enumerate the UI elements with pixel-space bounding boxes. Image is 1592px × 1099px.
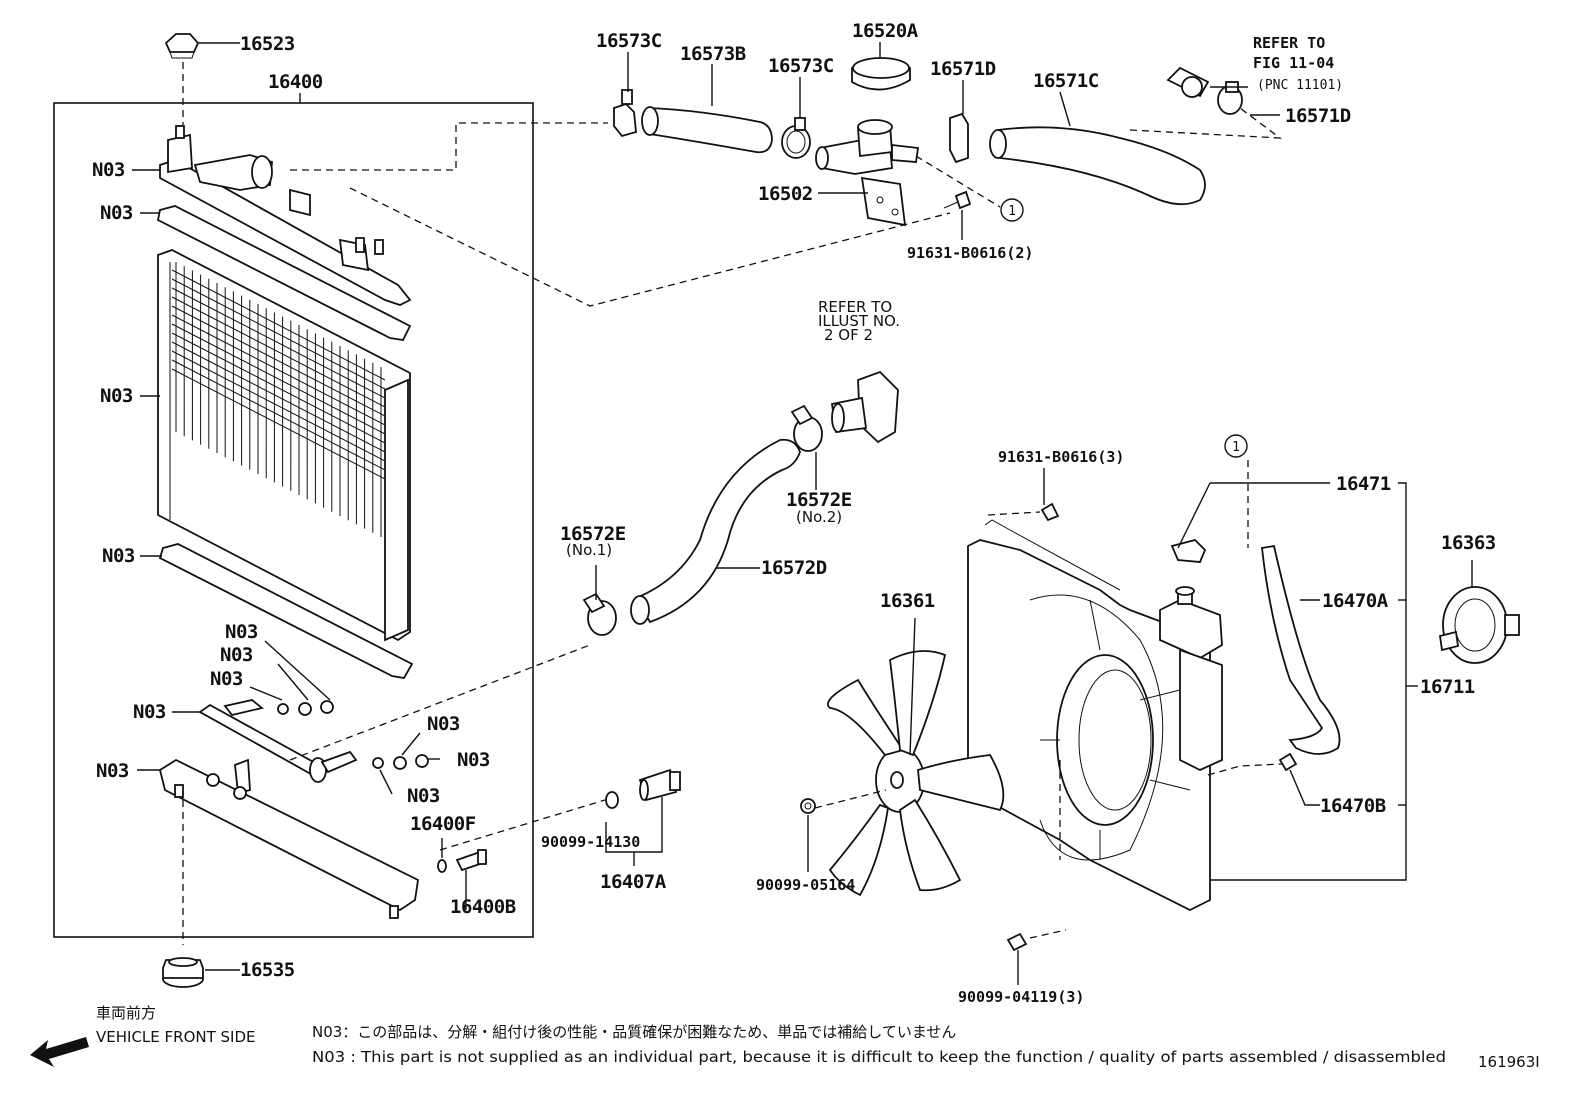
label-n03-1: N03: [92, 159, 125, 181]
label-16400: 16400: [268, 71, 323, 93]
label-n03-10: N03: [427, 713, 460, 735]
figure-id: 161963I: [1478, 1053, 1540, 1071]
label-91631-B0616-2: 91631-B0616(2): [907, 244, 1033, 262]
svg-text:1: 1: [1008, 204, 1016, 219]
oring-90099-14130: [605, 791, 619, 809]
cooling-fan-16361: [827, 650, 1005, 897]
vehicle-front-arrow-icon: [30, 1037, 89, 1067]
label-n03-11: N03: [457, 749, 490, 771]
lower-hose-16572D: [634, 438, 801, 624]
bolt-91631-B0616-3: [1040, 502, 1060, 522]
drain-cock-16400B: [455, 849, 488, 872]
refer-fig-line3: (PNC 11101): [1257, 78, 1343, 93]
radiator-upper-gasket: [156, 205, 412, 341]
label-16361: 16361: [880, 590, 935, 612]
radiator-assembly-frame: [53, 102, 534, 938]
radiator-cap-16520A: [851, 57, 911, 91]
clamp-16471: [1170, 538, 1207, 563]
reference-marker-1b: 1: [1224, 434, 1248, 458]
label-n03-7: N03: [210, 668, 243, 690]
label-16535: 16535: [240, 959, 295, 981]
label-16471: 16471: [1336, 473, 1391, 495]
radiator-support-cushion-16523: [164, 33, 200, 59]
reserve-hose-16470A: [1261, 544, 1341, 755]
refer-illust-line3: 2 OF 2: [824, 326, 873, 344]
clamp-16571D-left: [949, 112, 969, 164]
label-16571D-right: 16571D: [1285, 105, 1351, 127]
label-16572E-no2: 16572E: [786, 489, 852, 511]
bolt-90099-04119: [1006, 932, 1028, 952]
label-90099-04119: 90099-04119(3): [958, 988, 1084, 1006]
bolt-91631-B0616-2: [943, 190, 972, 210]
label-16470A: 16470A: [1322, 590, 1389, 612]
radiator-support-cushion-16535: [162, 957, 204, 988]
label-91631-B0616-3: 91631-B0616(3): [998, 448, 1124, 466]
radiator-lower-tank: [158, 758, 419, 919]
label-n03-5: N03: [225, 621, 258, 643]
drain-plug-16407A: [638, 768, 681, 802]
clip-16470B: [1278, 752, 1298, 772]
hose-16571C: [997, 126, 1206, 206]
label-16407A: 16407A: [600, 871, 667, 893]
svg-text:1: 1: [1232, 440, 1240, 455]
vehicle-front-jp: 車両前方: [96, 1004, 156, 1022]
refer-fig-line2: FIG 11-04: [1253, 54, 1334, 72]
label-16573B: 16573B: [680, 43, 746, 65]
reserve-tank: [1159, 586, 1223, 771]
label-16400F: 16400F: [410, 813, 476, 835]
label-no1: (No.1): [566, 541, 612, 559]
label-16711: 16711: [1420, 676, 1475, 698]
note-n03-jp: N03：この部品は、分解・組付け後の性能・品質確保が困難なため、単品では補給して…: [312, 1023, 956, 1041]
refer-fig-line1: REFER TO: [1253, 34, 1325, 52]
upper-hose-16573B: [647, 107, 773, 154]
fan-shroud-assembly: [800, 502, 1520, 952]
radiator-oil-cooler-pipes: [198, 699, 429, 783]
label-n03-8: N03: [133, 701, 166, 723]
oring-16400F: [437, 859, 447, 873]
radiator-assembly-group: [53, 102, 534, 938]
label-n03-3: N03: [100, 385, 133, 407]
label-n03-12: N03: [407, 785, 440, 807]
label-90099-05164: 90099-05164: [756, 876, 855, 894]
label-16523: 16523: [240, 33, 295, 55]
label-n03-2: N03: [100, 202, 133, 224]
fan-motor-16363: [1438, 586, 1520, 664]
refer-illust-line2: ILLUST NO.: [818, 312, 900, 330]
label-n03-6: N03: [220, 644, 253, 666]
label-n03-9: N03: [96, 760, 129, 782]
water-outlet-refer-illust-2: [830, 370, 899, 444]
lower-hose-parts: [582, 370, 899, 809]
label-n03-4: N03: [102, 545, 135, 567]
clamp-16573C-left: [613, 102, 637, 138]
vehicle-front-en: VEHICLE FRONT SIDE: [96, 1028, 256, 1046]
label-16363: 16363: [1441, 532, 1496, 554]
refer-illust-line1: REFER TO: [818, 298, 892, 316]
footer: 車両前方 VEHICLE FRONT SIDE N03：この部品は、分解・組付け…: [30, 1004, 1540, 1071]
reference-marker-1a: 1: [1000, 198, 1024, 222]
part-labels: 16523 16400 N03 N03 N03 N03 N03 N03 N03 …: [92, 20, 1496, 1006]
label-16572E-no1: 16572E: [560, 523, 626, 545]
radiator-core: [157, 249, 411, 642]
label-no2: (No.2): [796, 508, 842, 526]
label-16572D: 16572D: [761, 557, 827, 579]
leader-lines: [132, 42, 1473, 985]
label-16571C: 16571C: [1033, 70, 1099, 92]
radiator-lower-gasket: [158, 543, 414, 679]
label-16400B: 16400B: [450, 896, 516, 918]
upper-hose-parts: [613, 57, 1243, 227]
radiator-upper-tank: [159, 125, 412, 306]
label-16571D-left: 16571D: [930, 58, 996, 80]
label-16573C-left: 16573C: [596, 30, 662, 52]
label-16520A: 16520A: [852, 20, 919, 42]
filler-neck-16502: [815, 119, 920, 227]
nut-90099-05164: [800, 798, 816, 814]
note-n03-en: N03 : This part is not supplied as an in…: [312, 1048, 1446, 1066]
label-16573C-right: 16573C: [768, 55, 834, 77]
label-16470B: 16470B: [1320, 795, 1386, 817]
label-16502: 16502: [758, 183, 813, 205]
label-90099-14130: 90099-14130: [541, 833, 640, 851]
